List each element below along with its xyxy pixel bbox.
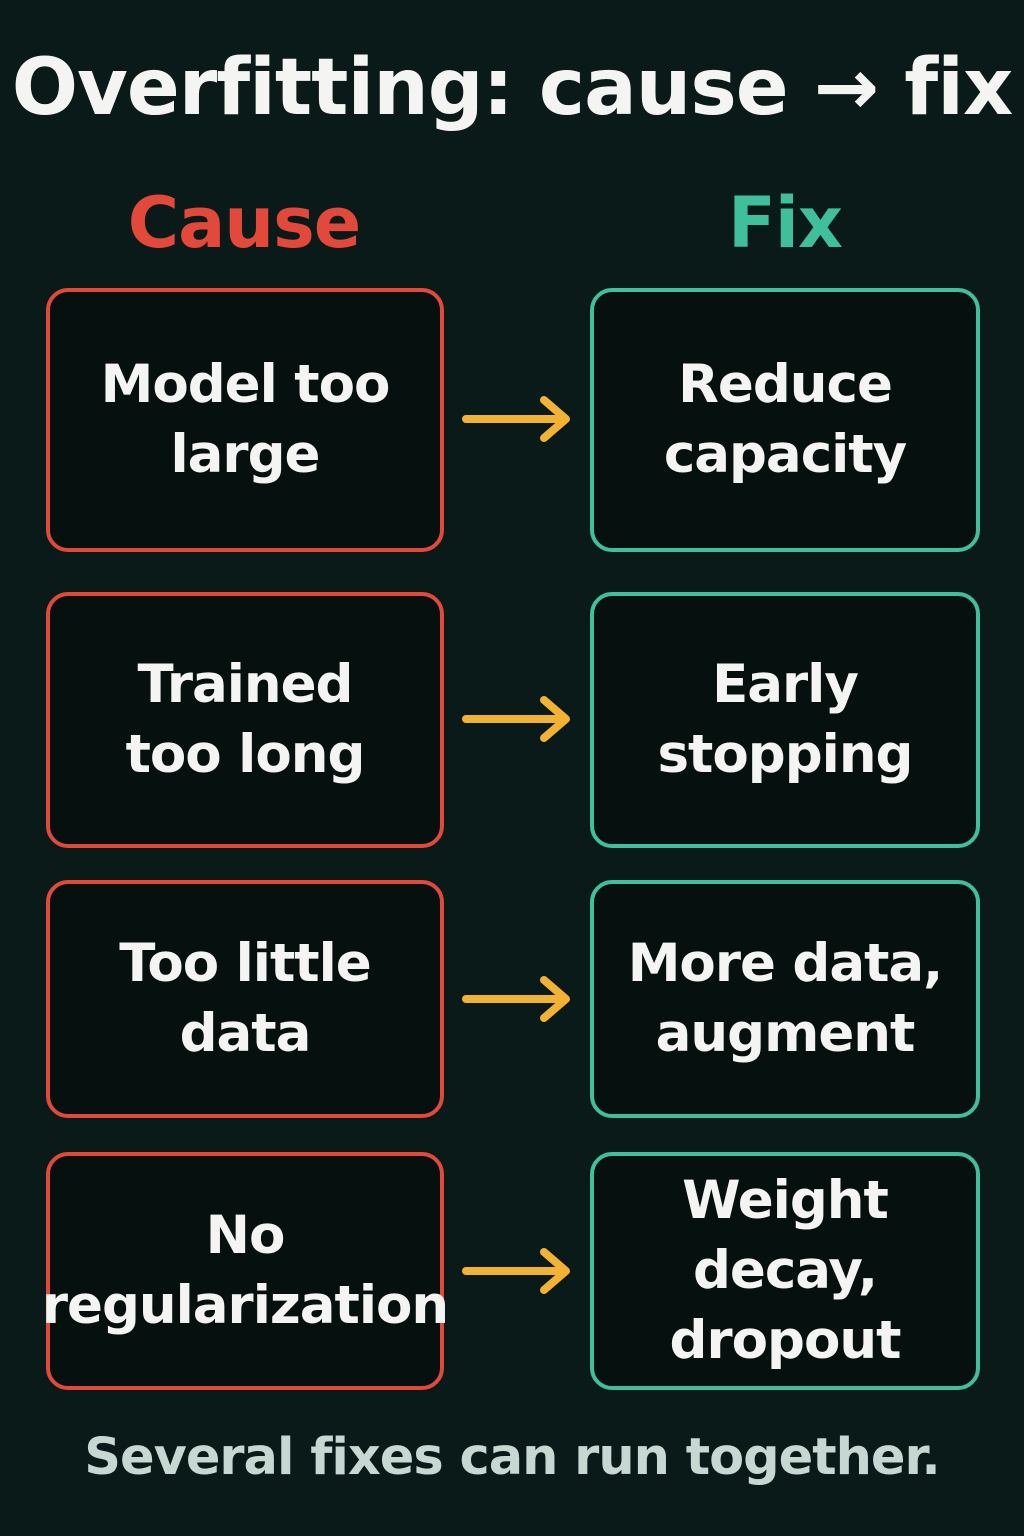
page-title: Overfitting: cause → fix: [11, 43, 1014, 133]
fix-box: More data, augment: [590, 880, 980, 1118]
cause-text: Trained too long: [125, 654, 366, 785]
arrow-right-icon: [462, 396, 570, 442]
fix-box: Reduce capacity: [590, 288, 980, 552]
fix-text: Reduce capacity: [663, 354, 907, 485]
cause-text: Model too large: [100, 354, 391, 485]
fix-box: Weight decay, dropout: [590, 1152, 980, 1390]
arrow-right-icon: [462, 696, 570, 742]
cause-text: Too little data: [119, 933, 372, 1064]
cause-box: Too little data: [46, 880, 444, 1118]
cause-box: No regularization: [42, 1152, 449, 1390]
cause-text: No regularization: [41, 1205, 449, 1336]
fix-box: Early stopping: [590, 592, 980, 848]
footer-note: Several fixes can run together.: [84, 1428, 941, 1487]
cause-box: Model too large: [46, 288, 444, 552]
fix-text: Early stopping: [657, 654, 913, 785]
fix-column-heading: Fix: [728, 182, 843, 264]
cause-column-heading: Cause: [127, 182, 362, 264]
fix-text: More data, augment: [627, 933, 944, 1064]
cause-box: Trained too long: [46, 592, 444, 848]
arrow-right-icon: [462, 1248, 570, 1294]
arrow-right-icon: [462, 976, 570, 1022]
fix-text: Weight decay, dropout: [669, 1170, 902, 1371]
